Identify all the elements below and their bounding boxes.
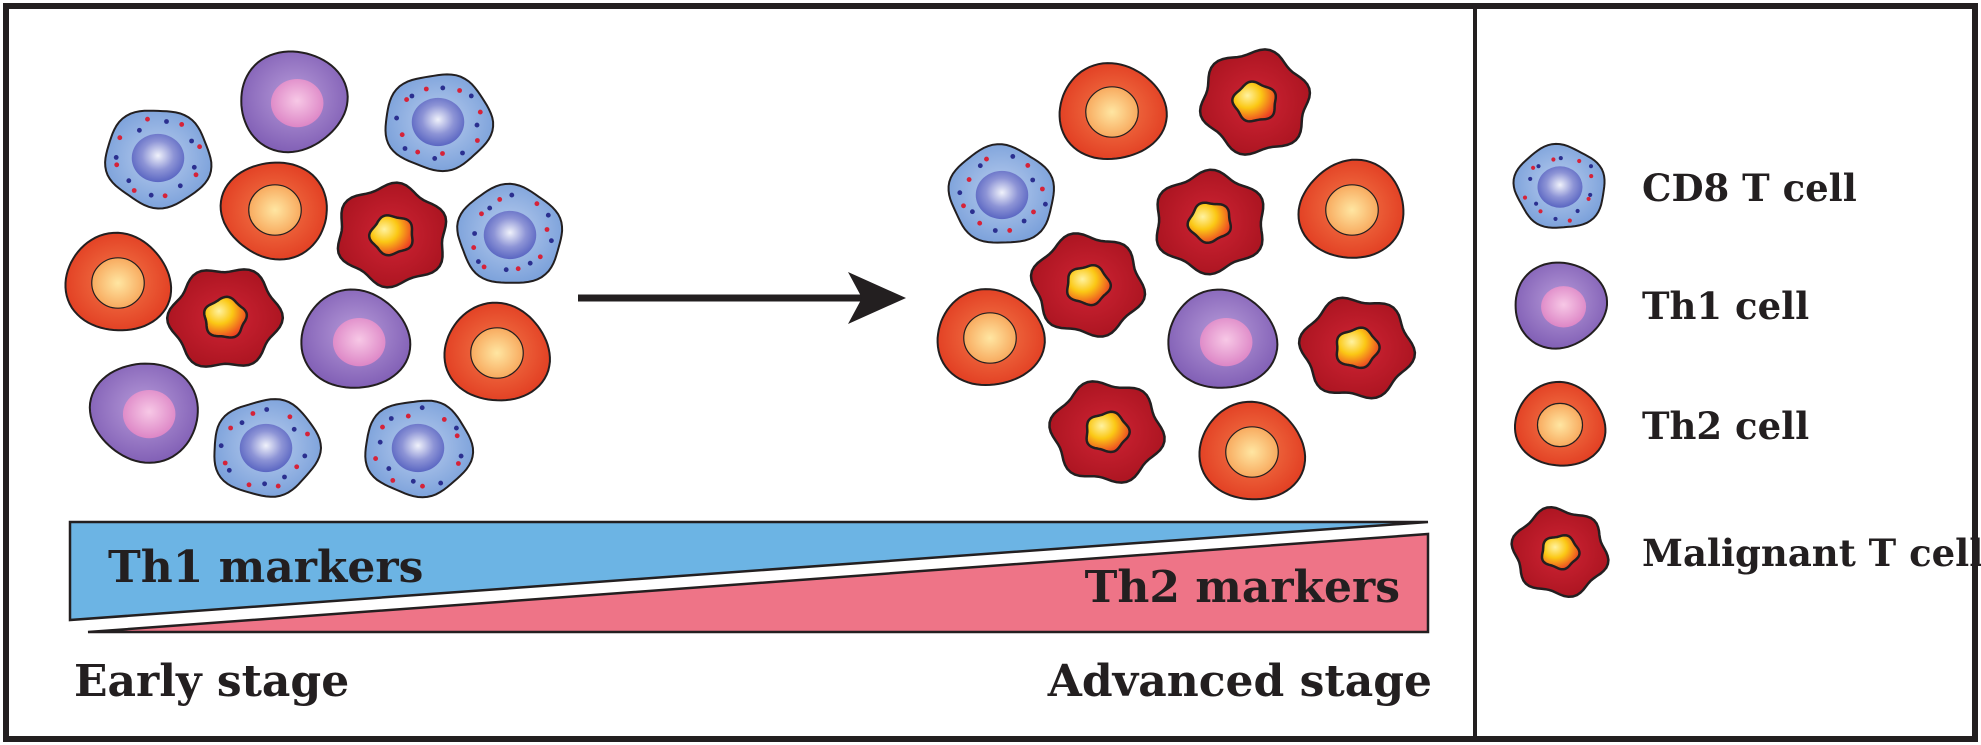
legend-label-th1: Th1 cell — [1642, 284, 1809, 328]
mal-cell-icon — [1155, 168, 1265, 276]
th2-cell-icon — [64, 231, 173, 332]
legend-label-th2: Th2 cell — [1642, 404, 1809, 448]
th1-cell-icon — [88, 362, 199, 464]
mal-cell-icon — [1029, 232, 1147, 338]
cd8-cell-icon — [104, 109, 213, 210]
cd8-cell-icon — [947, 143, 1055, 244]
advanced-stage-cluster — [936, 48, 1417, 501]
th1-cell-icon — [240, 50, 349, 154]
th2-cell-icon — [1198, 400, 1307, 501]
mal-cell-icon — [336, 181, 448, 289]
early-stage-label: Early stage — [74, 656, 349, 707]
th2-cell-icon — [936, 288, 1046, 387]
cd8-cell-icon — [456, 182, 564, 284]
cd8-cell-icon — [213, 398, 323, 498]
th2-marker-wedge — [87, 532, 1430, 634]
legend-th2-icon — [1514, 380, 1607, 467]
legend-mal-icon — [1510, 505, 1610, 599]
legend-label-cd8: CD8 T cell — [1642, 166, 1857, 210]
cd8-cell-icon — [364, 399, 475, 499]
th1-cell-icon — [1167, 288, 1279, 389]
progression-arrow — [578, 272, 906, 324]
th1-markers-label: Th1 markers — [108, 542, 423, 593]
th1-cell-icon — [300, 288, 412, 389]
mal-cell-icon — [1297, 296, 1417, 400]
th2-cell-icon — [1297, 158, 1405, 259]
mal-cell-icon — [1198, 48, 1312, 156]
th2-markers-label: Th2 markers — [1085, 562, 1400, 613]
th2-cell-icon — [1058, 62, 1168, 161]
th2-cell-icon — [219, 161, 328, 261]
th1-marker-wedge — [68, 520, 1429, 622]
early-stage-cluster — [64, 50, 564, 499]
th2-cell-icon — [443, 301, 551, 402]
mal-cell-icon — [1048, 380, 1166, 484]
legend-label-mal: Malignant T cell — [1642, 531, 1981, 575]
mal-cell-icon — [165, 268, 285, 368]
cd8-cell-icon — [384, 73, 495, 173]
legend-th1-icon — [1514, 261, 1608, 350]
advanced-stage-label: Advanced stage — [1047, 656, 1432, 707]
legend-cd8-icon — [1512, 142, 1606, 229]
outer-frame — [3, 3, 1978, 742]
